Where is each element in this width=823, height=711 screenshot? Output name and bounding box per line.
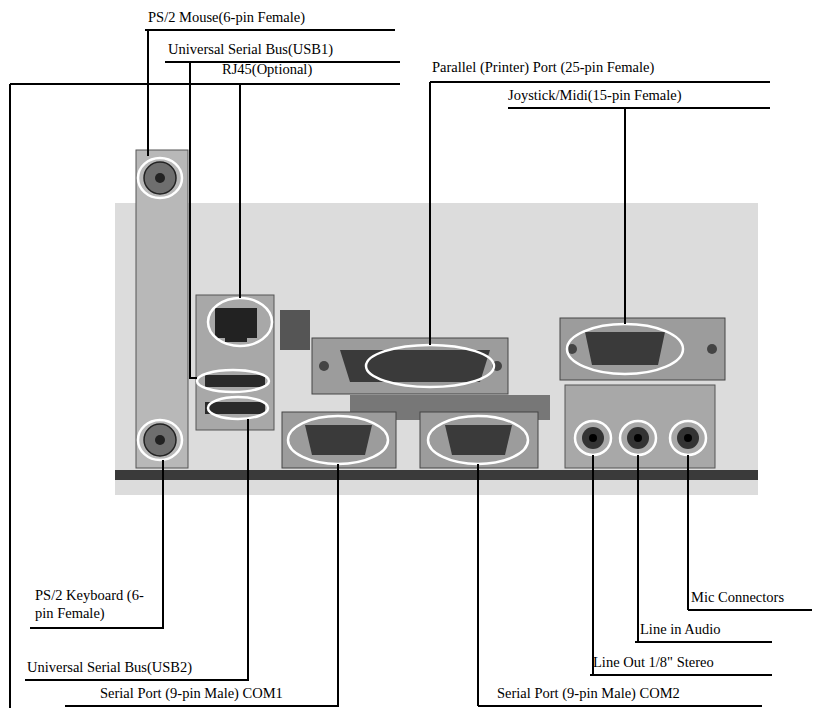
port-center xyxy=(155,435,165,445)
port-label: Serial Port (9-pin Male) COM1 xyxy=(100,684,283,702)
ps2-keyboard-port xyxy=(144,424,176,456)
jack-hole xyxy=(589,434,597,442)
port-center xyxy=(155,173,165,183)
port-label: RJ45(Optional) xyxy=(222,60,312,78)
port-label: Line in Audio xyxy=(640,620,721,638)
rj45-jack xyxy=(215,308,257,338)
parallel-shell xyxy=(312,338,508,394)
highlight-ring xyxy=(620,421,656,455)
com1-dsub xyxy=(305,425,372,455)
parallel-dsub xyxy=(340,350,490,382)
audio-jack xyxy=(627,427,649,449)
port-label: Universal Serial Bus(USB1) xyxy=(168,40,333,58)
leader-line xyxy=(478,464,762,706)
highlight-ring xyxy=(138,158,182,198)
leader-line xyxy=(430,82,770,345)
leader-line xyxy=(165,62,400,378)
highlight-ring xyxy=(288,416,388,464)
jack-hole xyxy=(634,434,642,442)
screw xyxy=(707,344,717,354)
audio-jack xyxy=(582,427,604,449)
port-label: PS/2 Mouse(6-pin Female) xyxy=(148,8,305,26)
ps2-frame xyxy=(136,150,188,468)
highlight-ring xyxy=(670,421,706,455)
port-label: Parallel (Printer) Port (25-pin Female) xyxy=(432,58,654,76)
port-label: PS/2 Keyboard (6-pin Female) xyxy=(35,586,145,622)
audio-jack xyxy=(677,427,699,449)
highlight-ring xyxy=(208,298,272,346)
game-dsub xyxy=(585,332,665,365)
highlight-ring xyxy=(138,420,182,460)
leader-lines xyxy=(10,30,812,708)
leader-line xyxy=(25,419,248,680)
port-label: Universal Serial Bus(USB2) xyxy=(27,658,192,676)
highlight-ring xyxy=(197,370,269,392)
board-edge xyxy=(115,470,758,480)
port-label: Mic Connectors xyxy=(691,588,784,606)
rj45-tab xyxy=(225,336,247,342)
leader-line xyxy=(145,30,395,156)
leader-line xyxy=(10,84,400,298)
highlight-ring xyxy=(575,421,611,455)
port-label: Serial Port (9-pin Male) COM2 xyxy=(497,684,680,702)
leader-line xyxy=(688,455,812,610)
component xyxy=(280,310,310,350)
lan-usb-frame xyxy=(196,295,274,430)
com2-dsub xyxy=(445,425,512,455)
port-label: Line Out 1/8" Stereo xyxy=(593,653,714,671)
audio-frame xyxy=(565,385,715,468)
port-label: Joystick/Midi(15-pin Female) xyxy=(508,86,682,104)
leader-line xyxy=(508,108,770,324)
com1-shell xyxy=(282,412,396,468)
leader-line xyxy=(590,455,772,675)
highlight-ring xyxy=(567,324,683,374)
photo-ground xyxy=(115,203,758,495)
highlight-ring xyxy=(366,345,494,387)
leader-line xyxy=(635,455,772,642)
screw xyxy=(319,361,329,371)
usb1-port xyxy=(205,375,265,387)
leader-line xyxy=(30,460,163,628)
leader-line xyxy=(9,84,11,708)
com2-shell xyxy=(420,412,538,468)
ps2-mouse-port xyxy=(144,162,176,194)
usb2-port xyxy=(205,402,265,414)
game-shell xyxy=(560,318,725,380)
highlight-ring xyxy=(208,397,268,419)
highlight-ring xyxy=(428,416,528,464)
jack-hole xyxy=(684,434,692,442)
